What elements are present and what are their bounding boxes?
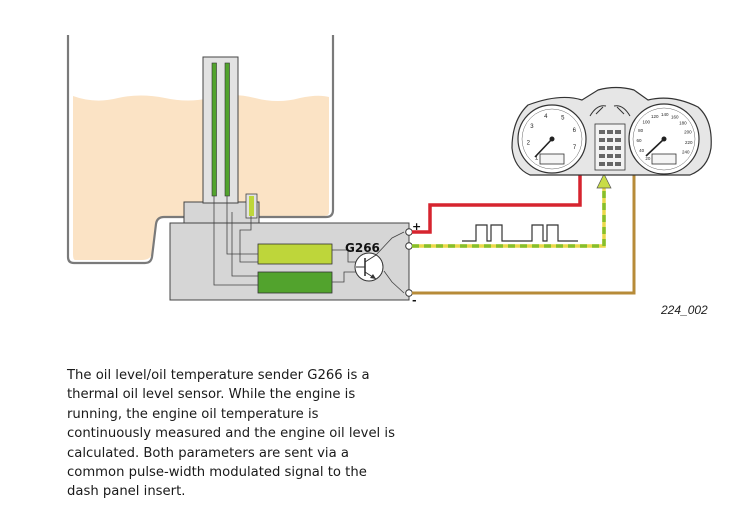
measuring-tube xyxy=(202,56,239,204)
level-element-left xyxy=(211,62,217,197)
oil-fill xyxy=(73,95,329,260)
rpm-tick-5: 5 xyxy=(561,116,565,122)
center-display xyxy=(589,105,631,171)
speed-tick-80: 80 xyxy=(638,128,644,133)
speed-tick-220: 220 xyxy=(685,140,693,145)
temp-gauge-arc xyxy=(613,105,631,117)
figure-number: 224_002 xyxy=(660,303,708,317)
caption-text: The oil level/oil temperature sender G26… xyxy=(67,368,395,500)
sump-wall-right xyxy=(258,35,335,219)
rpm-gauge: 1 2 3 4 5 6 7 xyxy=(517,104,587,174)
rpm-tick-3: 3 xyxy=(530,124,534,130)
rpm-display xyxy=(539,153,565,165)
level-element-right xyxy=(224,62,230,197)
speed-tick-20: 20 xyxy=(645,156,651,161)
evaluation-electronics xyxy=(257,243,333,265)
speed-tick-100: 100 xyxy=(642,120,650,125)
speed-tick-140: 140 xyxy=(661,112,669,117)
signal-wire-stripes xyxy=(412,188,606,248)
sensor-housing: G266 + - xyxy=(169,56,421,307)
rpm-tick-4: 4 xyxy=(544,114,548,120)
speed-tick-120: 120 xyxy=(651,114,659,119)
speed-tick-200: 200 xyxy=(684,130,692,135)
rpm-tick-7: 7 xyxy=(573,145,577,151)
sump-wall xyxy=(66,35,185,265)
speed-tick-180: 180 xyxy=(679,121,687,126)
speed-display xyxy=(651,153,677,165)
rpm-needle xyxy=(534,138,553,158)
wiring xyxy=(412,170,636,295)
speed-needle xyxy=(645,138,665,157)
rpm-tick-6: 6 xyxy=(573,128,577,134)
oil-sump xyxy=(66,35,335,265)
signal-arrow xyxy=(596,173,612,189)
transistor-symbol xyxy=(354,252,384,282)
speed-tick-40: 40 xyxy=(639,148,645,153)
pwm-signal-symbol xyxy=(462,224,578,242)
brown-ground-wire xyxy=(412,170,636,295)
component-label: G266 xyxy=(345,241,380,255)
speed-tick-240: 240 xyxy=(682,150,690,155)
speed-tick-60: 60 xyxy=(636,138,642,143)
internal-wiring xyxy=(213,196,405,294)
rpm-tick-labels: 1 2 3 4 5 6 7 xyxy=(527,114,577,162)
red-supply-wire xyxy=(412,170,582,234)
label-positive: + xyxy=(412,220,421,233)
temperature-probe-core xyxy=(249,196,254,216)
rpm-tick-2: 2 xyxy=(527,141,531,147)
heating-element xyxy=(257,271,333,294)
label-negative: - xyxy=(412,294,417,307)
signal-wire-base xyxy=(412,188,606,248)
terminal-signal xyxy=(405,242,413,250)
speed-tick-160: 160 xyxy=(671,114,679,119)
fuel-gauge-arc xyxy=(589,105,607,117)
rpm-tick-1: 1 xyxy=(535,155,539,161)
